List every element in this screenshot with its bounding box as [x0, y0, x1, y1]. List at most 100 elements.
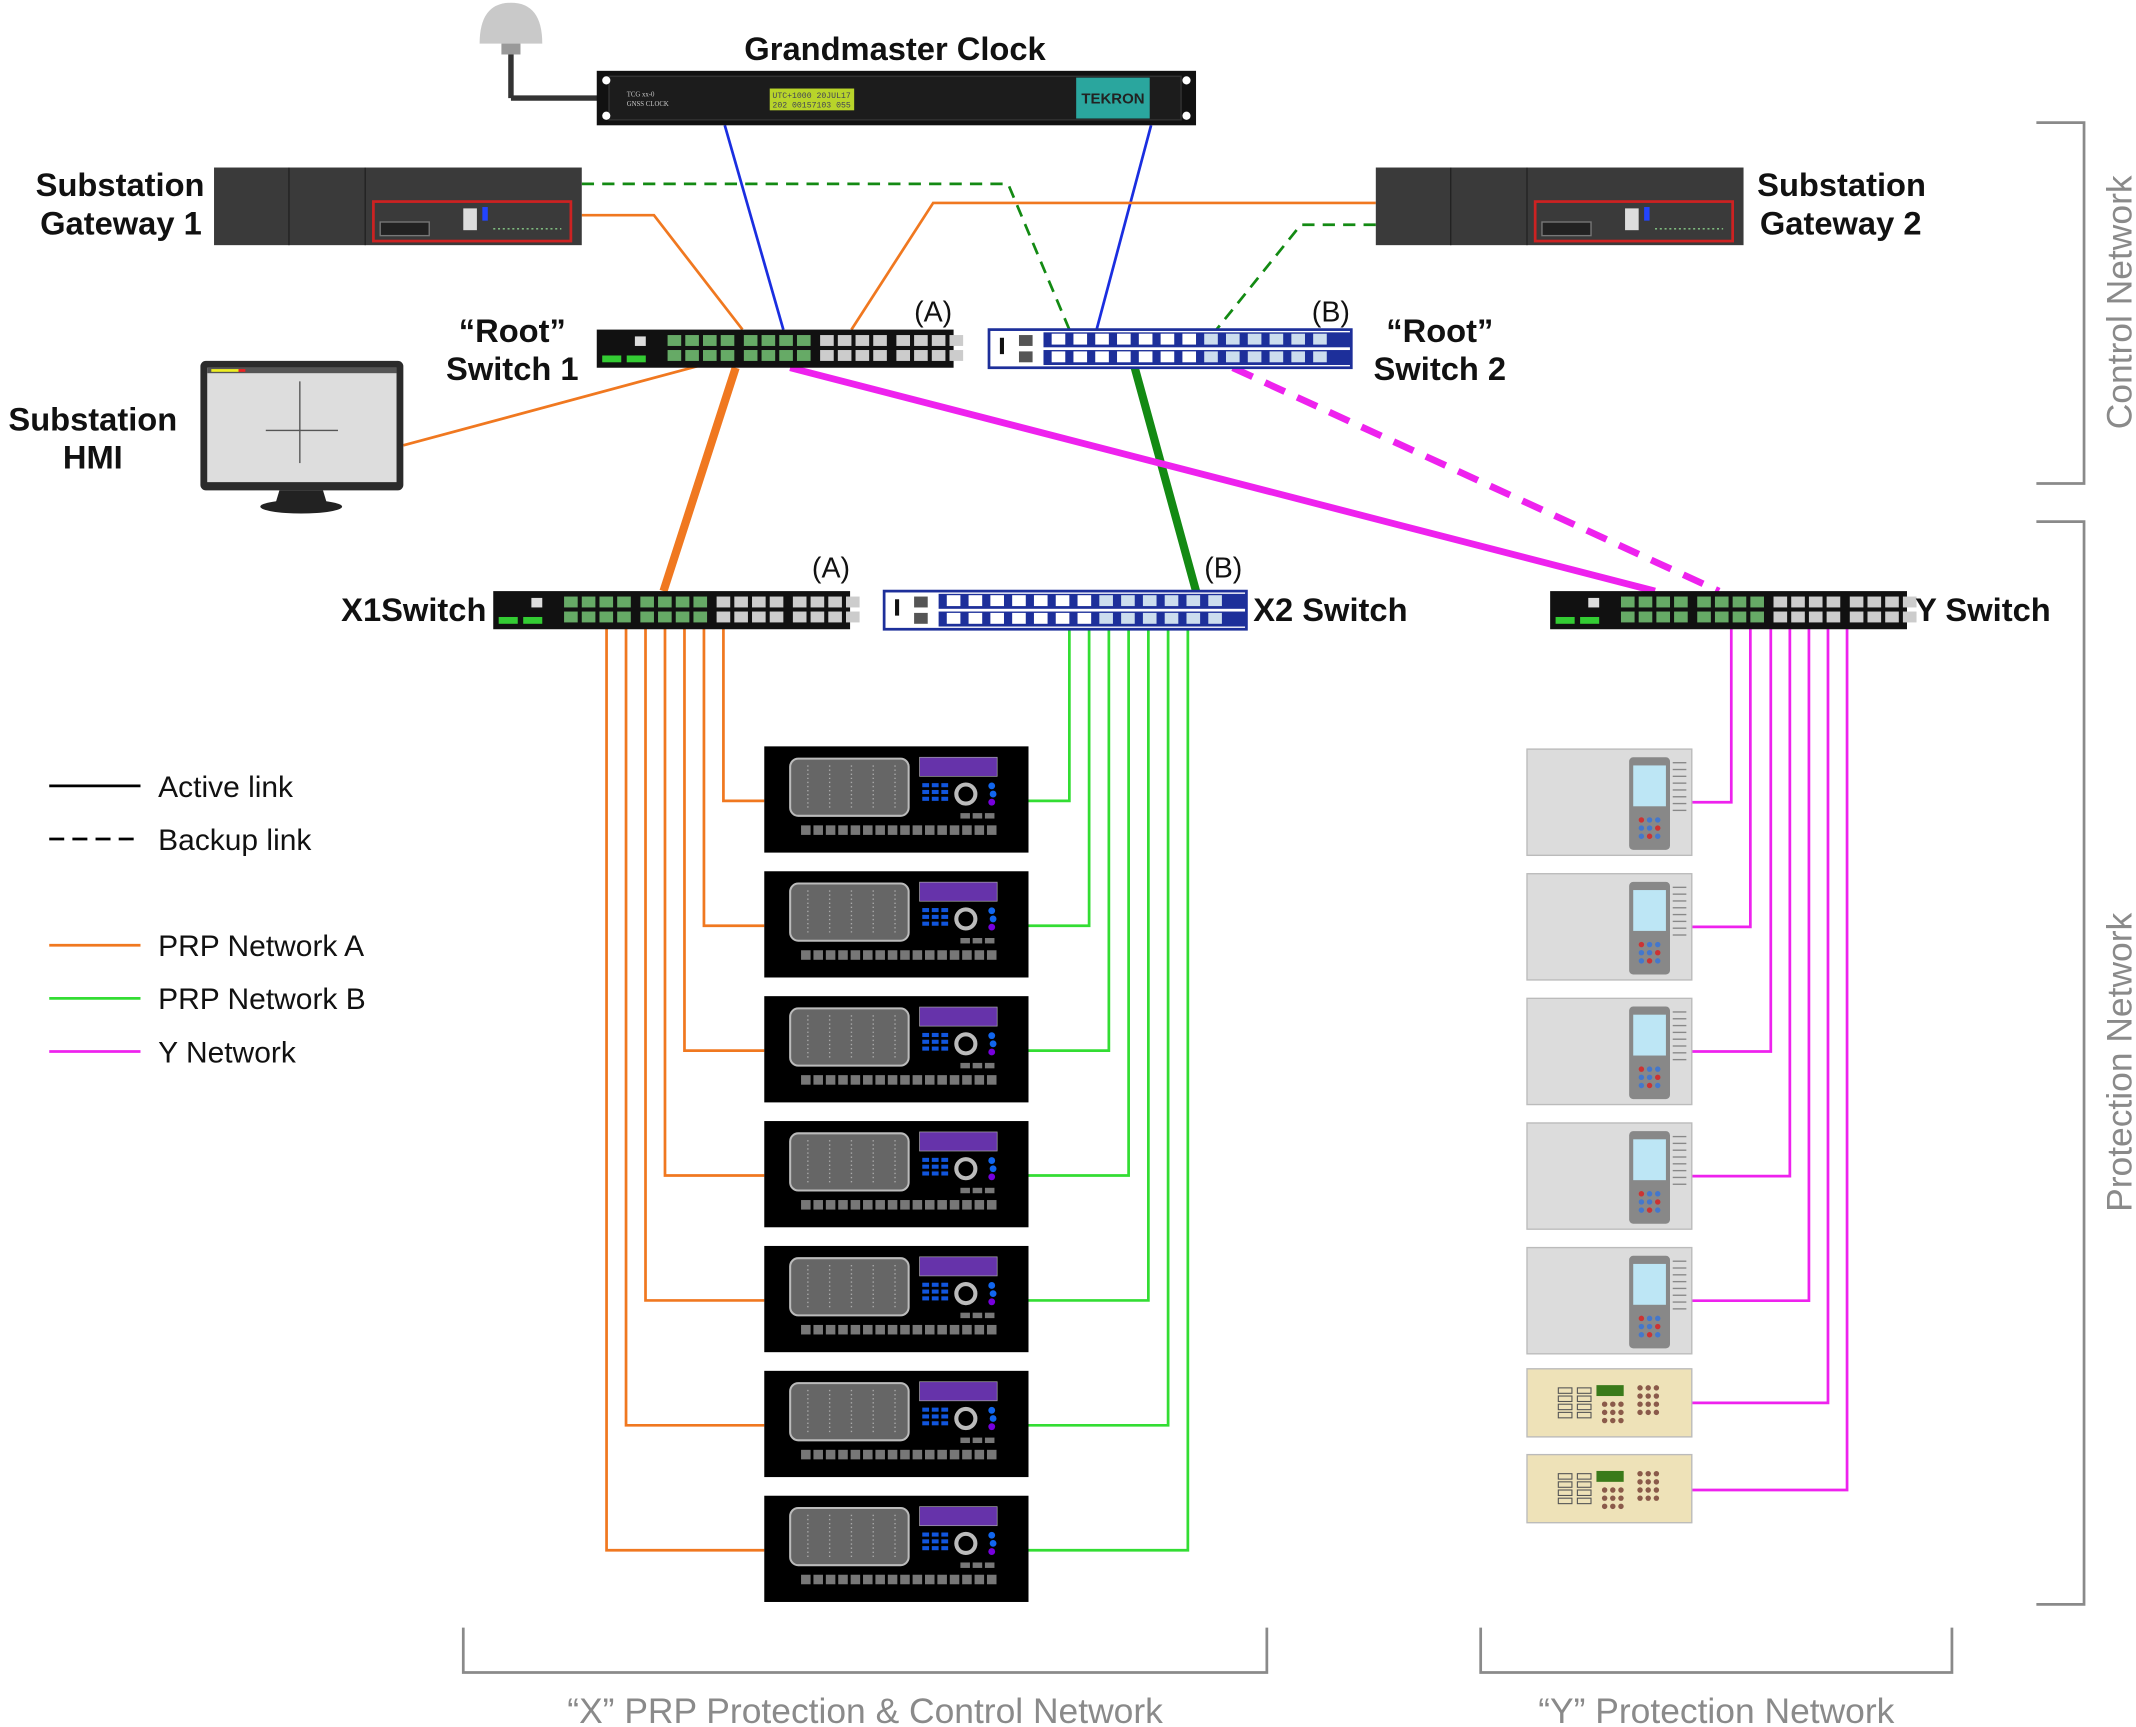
- port: [581, 596, 596, 608]
- y-network-bracket: [1479, 1627, 1954, 1674]
- root-switch-2[interactable]: [987, 328, 1353, 370]
- port: [702, 350, 717, 361]
- port: [1808, 611, 1823, 623]
- y-network-link: [1691, 627, 1811, 1303]
- port: [1055, 595, 1070, 607]
- port: [968, 612, 983, 624]
- legend-label: Active link: [158, 771, 294, 804]
- port: [1186, 595, 1201, 607]
- hmi-label-line2: HMI: [63, 439, 123, 476]
- x-ied-relay[interactable]: [764, 746, 1029, 853]
- root-switch-1[interactable]: [596, 329, 964, 368]
- port: [1732, 596, 1747, 608]
- y-relay-beige[interactable]: [1526, 1453, 1693, 1524]
- port: [1638, 596, 1653, 608]
- port: [1225, 351, 1240, 363]
- substation-gateway-2[interactable]: [1375, 167, 1744, 246]
- port: [779, 335, 793, 346]
- control-network-bracket: [2036, 121, 2086, 485]
- port: [667, 335, 682, 346]
- port: [1902, 611, 1917, 623]
- port: [1247, 351, 1262, 363]
- port: [949, 350, 964, 361]
- port: [1867, 611, 1882, 623]
- y-network-link: [1691, 627, 1773, 1053]
- x2-switch-label: X2 Switch: [1253, 591, 1407, 628]
- y-network-link: [1691, 627, 1752, 929]
- port: [716, 611, 731, 623]
- x-ied-relay[interactable]: [764, 1121, 1029, 1228]
- root1-label-line2: Switch 1: [446, 350, 579, 387]
- port: [1269, 333, 1284, 345]
- port: [1186, 612, 1201, 624]
- y-relay-gray[interactable]: [1526, 1246, 1693, 1355]
- x-ied-relay[interactable]: [764, 1245, 1029, 1353]
- port: [1638, 611, 1653, 623]
- legend-label: Y Network: [158, 1036, 297, 1069]
- root2-x2-link: [1130, 366, 1200, 593]
- x1-switch[interactable]: [493, 591, 860, 630]
- port: [1656, 596, 1670, 608]
- substation-gateway-1[interactable]: [214, 167, 582, 246]
- root1-y-link: [789, 364, 1656, 595]
- group-brackets: [461, 121, 2086, 1674]
- prp-a-link: [702, 627, 765, 928]
- port: [914, 335, 928, 346]
- y-relay-gray[interactable]: [1526, 997, 1693, 1106]
- port: [1073, 351, 1088, 363]
- port: [1674, 611, 1688, 623]
- gateway2-backup-b: [1215, 223, 1376, 331]
- y-relay-gray[interactable]: [1526, 873, 1693, 981]
- port: [658, 611, 672, 623]
- port: [1791, 596, 1805, 608]
- port: [1291, 333, 1305, 345]
- x2-switch[interactable]: [882, 589, 1248, 631]
- grandmaster-clock[interactable]: TCG xx-0 GNSS CLOCK UTC+1000 20JUL17 202…: [596, 70, 1197, 126]
- port: [752, 596, 766, 608]
- legend-label: Backup link: [158, 824, 312, 857]
- clock-model-line1: TCG xx-0: [627, 92, 655, 99]
- hmi-link-a: [402, 363, 702, 447]
- port: [1826, 596, 1841, 608]
- port: [1313, 333, 1327, 345]
- port: [1160, 351, 1175, 363]
- ptp-link-root1: [723, 124, 785, 330]
- port: [1051, 333, 1066, 345]
- ied-devices: [764, 746, 1693, 1602]
- protection-network-bracket: [2036, 520, 2086, 1606]
- substation-hmi-monitor[interactable]: [200, 360, 404, 514]
- port: [1791, 611, 1805, 623]
- port: [796, 335, 811, 346]
- port: [1208, 595, 1222, 607]
- x-ied-relay[interactable]: [764, 871, 1029, 978]
- port: [1033, 595, 1048, 607]
- x-ied-relay[interactable]: [764, 1370, 1029, 1478]
- gateway1-backup-b: [581, 182, 1071, 331]
- y-relay-beige[interactable]: [1526, 1368, 1693, 1438]
- port: [752, 611, 766, 623]
- x-ied-relay[interactable]: [764, 996, 1029, 1103]
- port: [873, 350, 887, 361]
- port: [658, 596, 672, 608]
- port: [693, 611, 708, 623]
- y-switch[interactable]: [1550, 591, 1917, 630]
- x2-switch-tag: (B): [1204, 552, 1242, 584]
- port: [743, 350, 758, 361]
- port: [828, 596, 842, 608]
- prp-a-link: [722, 627, 765, 803]
- port: [855, 335, 870, 346]
- y-network-link: [1691, 627, 1830, 1405]
- port: [667, 350, 682, 361]
- port: [914, 350, 928, 361]
- port: [675, 611, 690, 623]
- port: [1077, 595, 1092, 607]
- port: [1142, 612, 1157, 624]
- root2-y-backup-link: [1231, 364, 1721, 595]
- switch-chassis: [1550, 591, 1907, 630]
- y-network-link: [1691, 627, 1733, 804]
- x-ied-relay[interactable]: [764, 1495, 1029, 1602]
- y-relay-gray[interactable]: [1526, 1122, 1693, 1230]
- port: [1204, 351, 1218, 363]
- y-relay-gray[interactable]: [1526, 748, 1693, 857]
